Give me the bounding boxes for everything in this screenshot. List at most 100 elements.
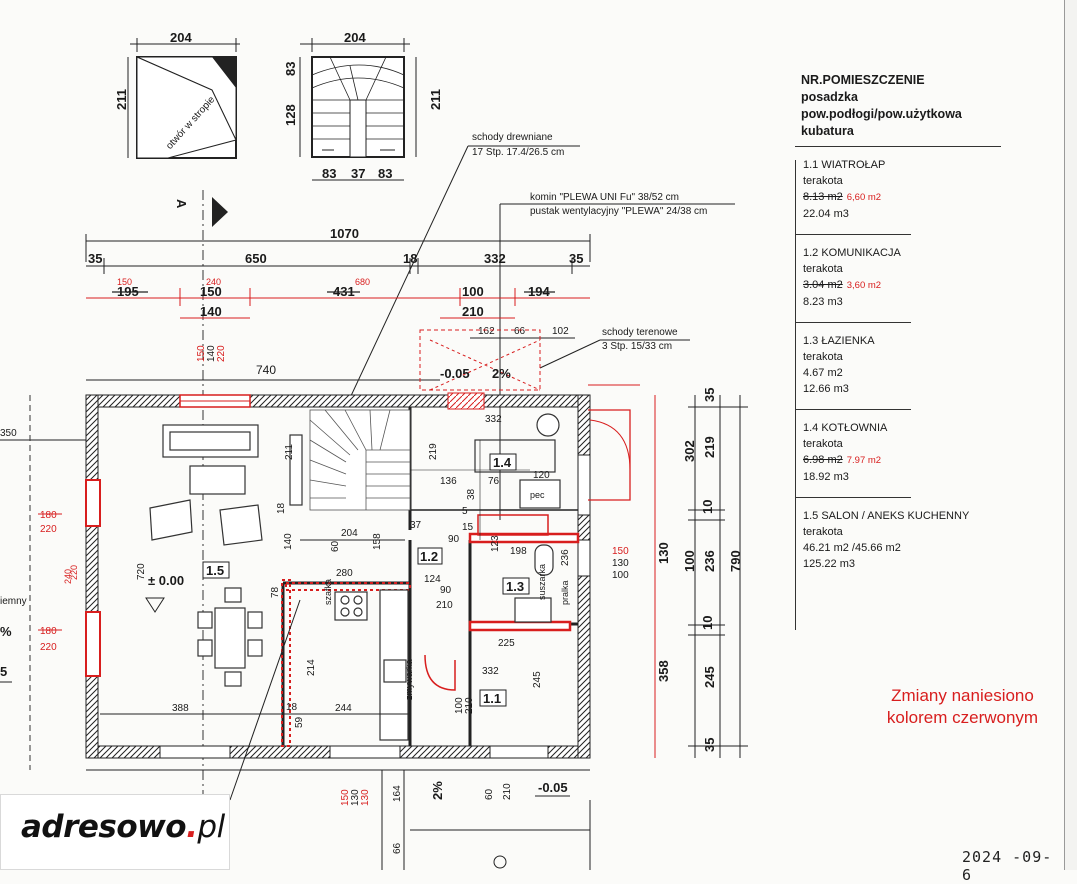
stairs-detail: 204 83 128 211 83 37 83 (283, 30, 443, 181)
svg-text:18: 18 (286, 702, 298, 713)
svg-text:78: 78 (270, 586, 281, 598)
opening-height: 211 (114, 89, 129, 110)
svg-text:38: 38 (466, 488, 477, 500)
room-legend: NR.POMIESZCZENIE posadzka pow.podłogi/po… (795, 72, 1001, 584)
svg-text:83: 83 (283, 62, 298, 76)
svg-text:83: 83 (322, 166, 336, 181)
svg-text:66: 66 (514, 326, 526, 337)
svg-text:240: 240 (206, 277, 221, 287)
slope-top: 2% (492, 366, 511, 381)
svg-text:302: 302 (682, 440, 697, 462)
svg-text:210: 210 (436, 600, 453, 611)
fixture-pec: pec (530, 490, 545, 500)
exterior-walls (85, 392, 591, 759)
svg-text:220: 220 (40, 642, 57, 653)
svg-text:219: 219 (428, 443, 439, 460)
svg-text:350: 350 (0, 428, 17, 439)
svg-text:-0.05: -0.05 (538, 780, 568, 795)
date-stamp: 2024 -09- 1 6 (962, 848, 1073, 884)
svg-text:150: 150 (200, 284, 222, 299)
svg-text:150: 150 (612, 546, 629, 557)
legend-header: NR.POMIESZCZENIE posadzka pow.podłogi/po… (795, 72, 1001, 147)
room-label-1-4: 1.4 (493, 455, 512, 470)
svg-text:59: 59 (294, 716, 305, 728)
svg-text:211: 211 (428, 89, 443, 110)
room-labels: 1.5 ± 0.00 1.2 1.3 1.4 1.1 -0.05 2% (145, 366, 530, 707)
svg-text:130: 130 (612, 558, 629, 569)
dimension-top: 1070 35 650 18 332 35 195 150 431 100 19… (85, 226, 591, 381)
svg-text:37: 37 (351, 166, 365, 181)
interior-dimensions: 211 18 204 140 158 136 76 120 219 332 28… (100, 414, 571, 728)
svg-text:schody drewniane: schody drewniane (472, 132, 553, 143)
svg-text:iemny: iemny (0, 596, 27, 607)
svg-text:332: 332 (485, 414, 502, 425)
room-label-1-1: 1.1 (483, 691, 501, 706)
svg-text:35: 35 (702, 388, 717, 402)
svg-text:150: 150 (196, 345, 207, 362)
annotation-stairs-outdoor: schody terenowe 3 Stp. 15/33 cm (539, 327, 690, 369)
room-label-1-3: 1.3 (506, 579, 524, 594)
svg-text:140: 140 (283, 533, 294, 550)
svg-text:76: 76 (488, 476, 500, 487)
legend-room-1-5: 1.5 SALON / ANEKS KUCHENNY terakota 46.2… (803, 510, 970, 570)
svg-text:332: 332 (482, 666, 499, 677)
svg-text:245: 245 (702, 666, 717, 688)
adresowo-logo[interactable]: adresowo.pl (0, 794, 230, 870)
svg-text:%: % (0, 624, 12, 639)
furniture (149, 413, 561, 741)
svg-text:244: 244 (335, 703, 352, 714)
svg-text:128: 128 (283, 104, 298, 126)
svg-text:720: 720 (136, 563, 147, 580)
dimension-right: 35 219 10 236 10 245 35 790 302 130 100 … (612, 388, 748, 758)
svg-text:214: 214 (306, 659, 317, 676)
svg-text:18: 18 (403, 251, 417, 266)
svg-text:162: 162 (478, 326, 495, 337)
svg-text:140: 140 (206, 345, 217, 362)
svg-text:5: 5 (0, 664, 7, 679)
opening-detail: 204 otwór w stropie 211 (114, 30, 240, 159)
svg-text:280: 280 (336, 568, 353, 579)
fixture-szafka: szafka (323, 579, 333, 605)
svg-text:pustak wentylacyjny "PLEWA" 24: pustak wentylacyjny "PLEWA" 24/38 cm (530, 206, 707, 217)
svg-text:220: 220 (69, 565, 79, 580)
svg-text:60: 60 (330, 540, 341, 552)
svg-text:220: 220 (40, 524, 57, 535)
section-mark-a: A (174, 190, 228, 800)
legend-divider (795, 160, 796, 630)
svg-text:90: 90 (448, 534, 460, 545)
fixture-zmywarka: zmywarka (404, 659, 414, 700)
left-partial: 350 iemny % 5 (0, 395, 86, 770)
svg-text:240: 240 (63, 569, 73, 584)
red-wall-changes (281, 329, 640, 747)
svg-text:210: 210 (502, 783, 513, 800)
svg-text:100: 100 (612, 570, 629, 581)
svg-text:1070: 1070 (330, 226, 359, 241)
svg-text:18: 18 (276, 502, 287, 514)
svg-text:100: 100 (454, 697, 465, 714)
fixture-pralka: pralka (560, 580, 570, 605)
svg-text:388: 388 (172, 703, 189, 714)
legend-room-1-3: 1.3 ŁAZIENKA terakota 4.67 m2 12.66 m3 (795, 323, 911, 410)
svg-text:740: 740 (256, 363, 276, 377)
dimension-bottom: 150 130 130 164 66 2% 60 210 -0.05 (86, 599, 591, 870)
opening-width: 204 (170, 30, 192, 45)
svg-text:332: 332 (484, 251, 506, 266)
svg-text:150: 150 (117, 277, 132, 287)
svg-text:790: 790 (728, 550, 743, 572)
svg-text:130: 130 (360, 789, 371, 806)
svg-text:130: 130 (656, 542, 671, 564)
svg-text:210: 210 (462, 304, 484, 319)
svg-text:220: 220 (216, 345, 227, 362)
svg-text:180: 180 (40, 510, 57, 521)
svg-text:158: 158 (372, 533, 383, 550)
svg-text:5: 5 (462, 506, 468, 517)
svg-text:123: 123 (490, 535, 501, 552)
svg-text:90: 90 (440, 585, 452, 596)
svg-text:219: 219 (702, 436, 717, 458)
svg-text:2%: 2% (430, 781, 445, 800)
svg-text:211: 211 (284, 444, 295, 460)
window-marks-left: 180 220 240 220 180 220 (38, 510, 79, 653)
